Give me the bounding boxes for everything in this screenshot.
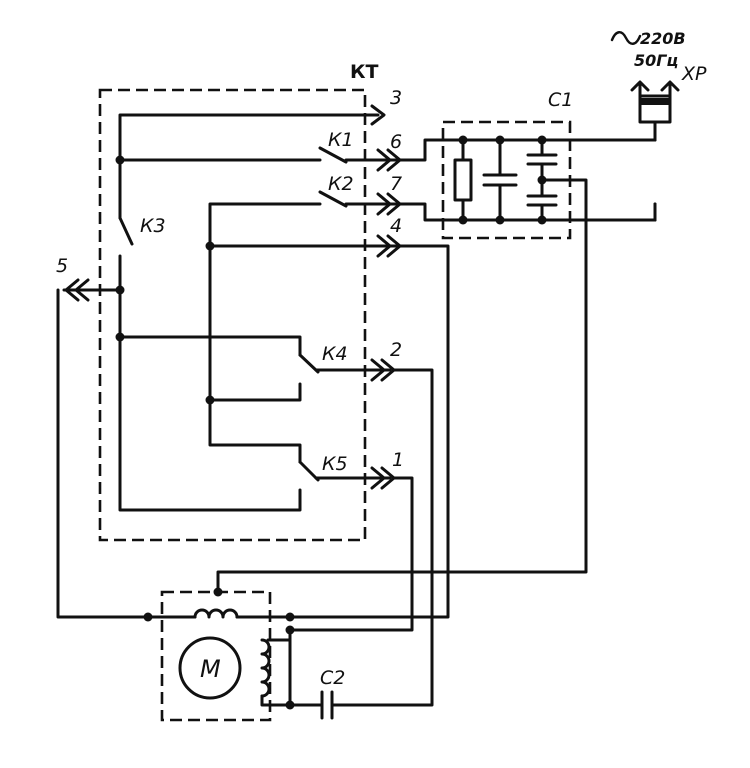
junction-dot — [458, 215, 468, 225]
junction-dot — [285, 700, 295, 710]
wire-to-k5 — [208, 398, 302, 464]
pin-1-label: 1 — [392, 449, 404, 471]
pin-2-label: 2 — [390, 339, 402, 361]
switch-k3: К3 — [118, 215, 302, 512]
wire-pin1-motor — [288, 476, 414, 632]
wire-c1-midpoint — [216, 178, 588, 594]
kt-label: КТ — [350, 61, 379, 83]
sine-wave-icon — [610, 31, 642, 45]
switch-k4: К4 — [208, 343, 392, 402]
connector-2: 2 — [370, 339, 402, 382]
bus-k2 — [208, 202, 322, 402]
pin-5-label: 5 — [56, 255, 68, 277]
wire-c1-bottom — [416, 202, 465, 222]
xp-label: ХР — [681, 63, 707, 85]
junction-dot — [537, 135, 547, 145]
switch-k5: К5 — [298, 453, 392, 482]
k5-label: К5 — [322, 453, 348, 475]
pin-4-label: 4 — [390, 215, 402, 237]
connector-5: 5 — [56, 255, 122, 619]
mains-annotation: 220В 50Гц — [610, 29, 686, 70]
kt-enclosure — [98, 88, 367, 542]
k1-label: К1 — [328, 129, 354, 151]
junction-dot — [285, 625, 295, 635]
wire-pin4-motor — [288, 244, 450, 619]
connector-4: 4 — [208, 215, 402, 258]
wire-to-k4 — [118, 335, 302, 357]
c1-resistor — [453, 138, 473, 222]
motor-label: М — [200, 655, 221, 683]
junction-dot — [205, 395, 215, 405]
motor-symbol — [178, 636, 242, 700]
pin-3-label: 3 — [390, 87, 402, 109]
c1-label: С1 — [548, 89, 573, 111]
junction-dot — [495, 215, 505, 225]
junction-dot — [115, 332, 125, 342]
capacitor-c2: С2 — [288, 667, 345, 720]
junction-dot — [213, 587, 223, 597]
k4-label: К4 — [322, 343, 348, 365]
switch-k2: К2 — [318, 173, 377, 208]
junction-dot — [537, 215, 547, 225]
frequency-label: 50Гц — [634, 51, 678, 70]
connector-7: 7 — [373, 173, 420, 216]
junction-dot — [495, 135, 505, 145]
junction-dot — [143, 612, 153, 622]
pin-6-label: 6 — [390, 131, 402, 153]
switch-k1: К1 — [318, 129, 377, 164]
voltage-label: 220В — [640, 29, 686, 48]
junction-dot — [115, 285, 125, 295]
junction-dot — [285, 612, 295, 622]
motor-winding-top — [118, 608, 292, 619]
junction-dot — [458, 135, 468, 145]
wire-pin2-motor — [338, 368, 434, 707]
c1-capacitor-a — [482, 138, 518, 222]
connector-1: 1 — [370, 449, 404, 490]
junction-dot — [205, 241, 215, 251]
pin-7-label: 7 — [390, 173, 402, 195]
connector-3: 3 — [118, 87, 402, 162]
k3-label: К3 — [140, 215, 166, 237]
c2-label: С2 — [320, 667, 345, 689]
junction-dot — [115, 155, 125, 165]
k2-label: К2 — [328, 173, 354, 195]
wire-c1-top — [416, 138, 465, 162]
connector-6: 6 — [373, 131, 420, 172]
